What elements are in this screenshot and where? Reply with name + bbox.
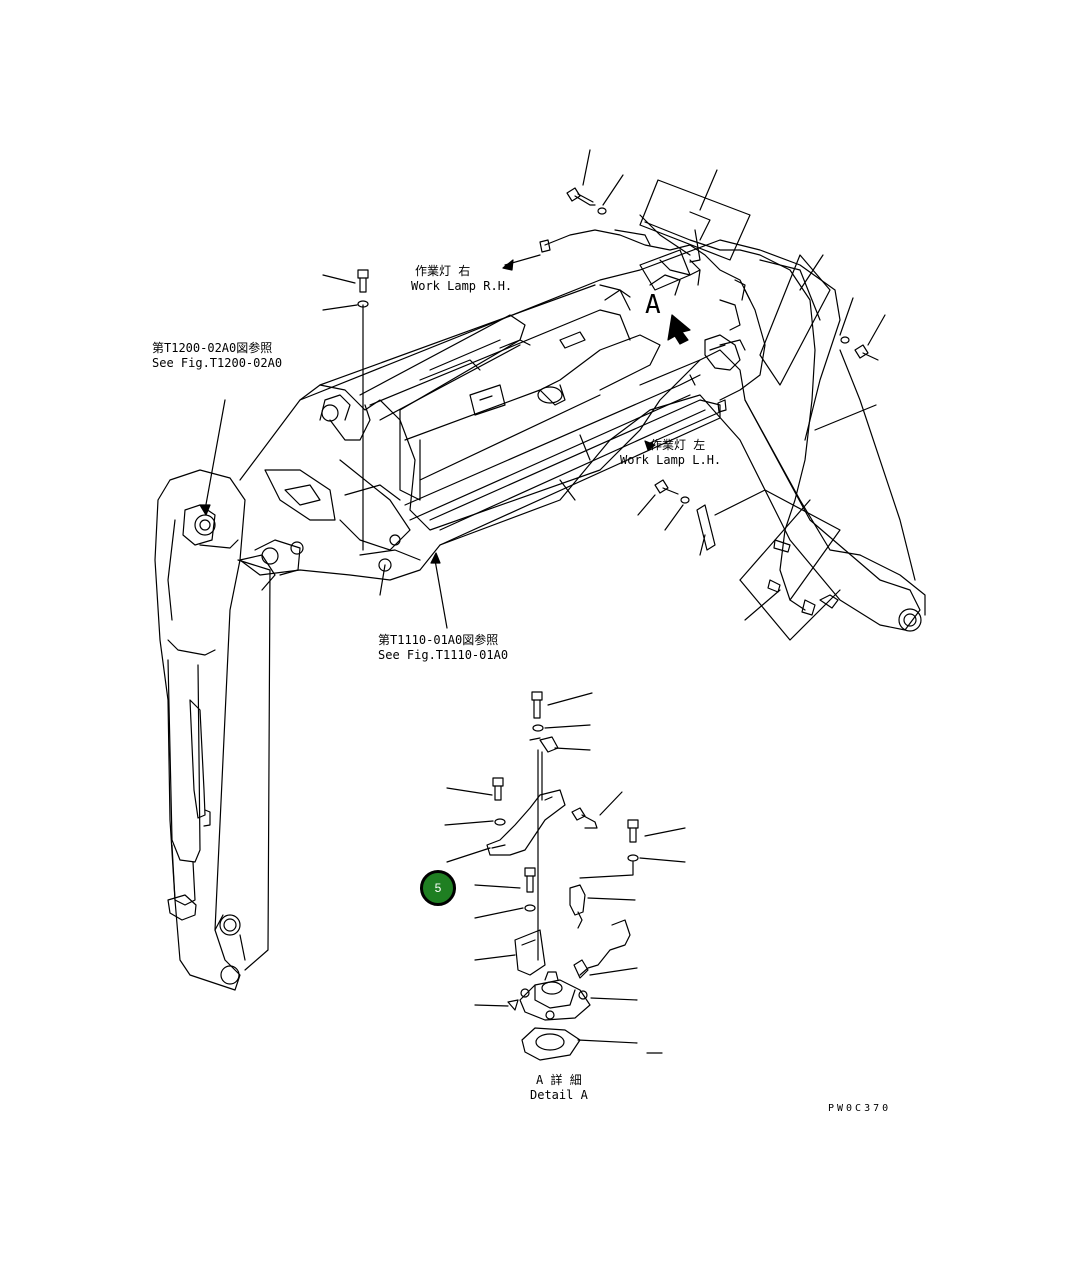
callout-letter-a: A — [645, 290, 661, 320]
boom-cylinders — [359, 289, 721, 546]
label-ref-t1110: 第T1110-01A0図参照 See Fig.T1110-01A0 — [378, 633, 508, 663]
lh-bolts — [637, 479, 841, 641]
direction-arrow — [667, 314, 691, 345]
ref-leader-t1110 — [434, 559, 448, 629]
label-detail-a: A 詳 細 Detail A — [530, 1073, 588, 1103]
wiring-harness — [539, 214, 839, 616]
top-bolts — [566, 149, 886, 431]
callout-badge-5[interactable]: 5 — [420, 870, 456, 906]
label-ref-t1110-ja: 第T1110-01A0図参照 — [378, 633, 499, 647]
label-detail-a-en: Detail A — [530, 1088, 588, 1102]
label-detail-a-ja: A 詳 細 — [536, 1073, 582, 1087]
label-work-lamp-lh-ja: 作業灯 左 — [650, 438, 706, 452]
label-work-lamp-rh-en: Work Lamp R.H. — [411, 279, 513, 293]
label-ref-t1110-en: See Fig.T1110-01A0 — [378, 648, 509, 662]
label-ref-t1200: 第T1200-02A0図参照 See Fig.T1200-02A0 — [152, 341, 282, 371]
label-work-lamp-rh: 作業灯 右 Work Lamp R.H. — [411, 264, 512, 294]
label-ref-t1200-ja: 第T1200-02A0図参照 — [152, 341, 273, 355]
ref-leader-t1200 — [204, 399, 226, 511]
label-work-lamp-lh-en: Work Lamp L.H. — [620, 453, 722, 467]
label-work-lamp-rh-ja: 作業灯 右 — [415, 264, 471, 278]
figure-code: PW0C370 — [828, 1103, 892, 1114]
label-work-lamp-lh: 作業灯 左 Work Lamp L.H. — [620, 438, 721, 468]
boom-structure — [239, 239, 926, 632]
arm-structure — [154, 469, 304, 991]
label-ref-t1200-en: See Fig.T1200-02A0 — [152, 356, 283, 370]
left-bolts — [322, 269, 369, 551]
detail-a-drawing — [444, 691, 686, 1061]
